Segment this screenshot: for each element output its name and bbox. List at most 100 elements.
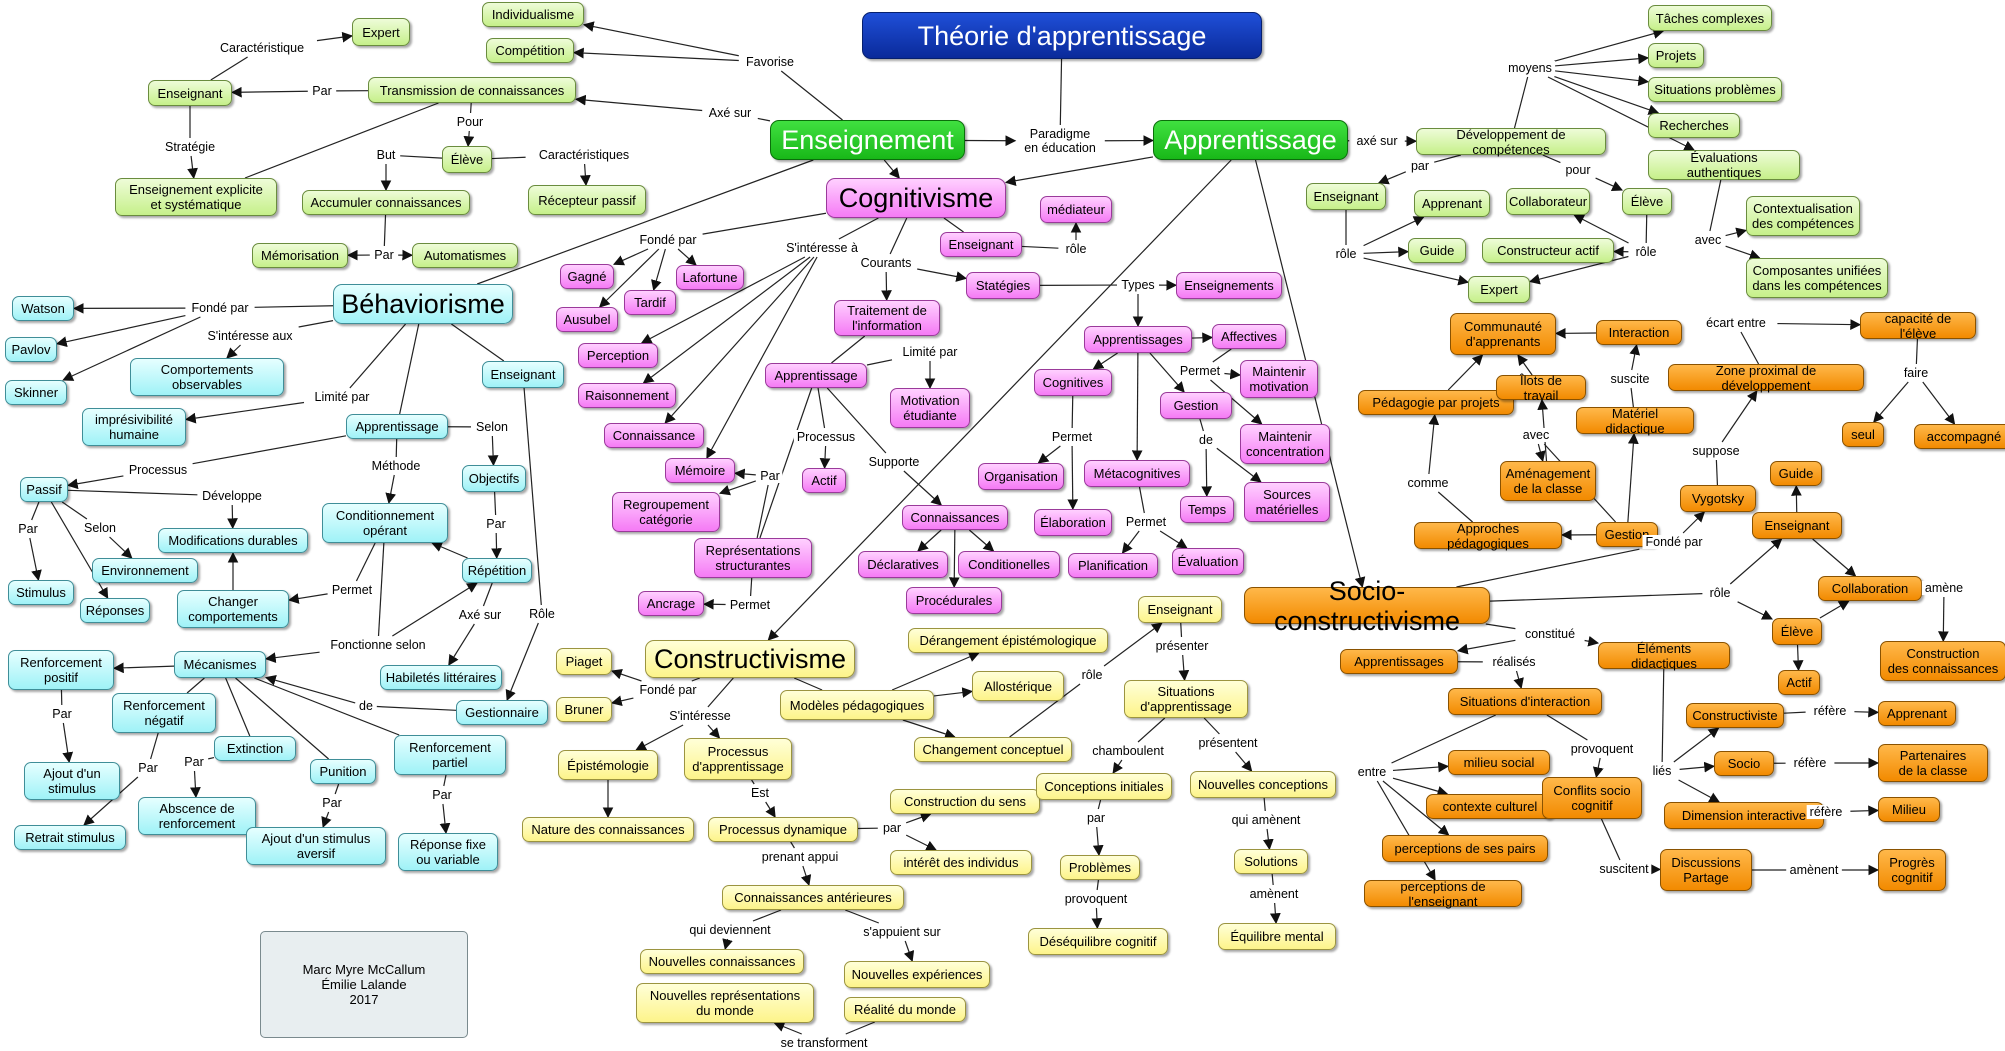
node-partenaires[interactable]: Partenaires de la classe xyxy=(1878,744,1988,782)
node-cognitives[interactable]: Cognitives xyxy=(1034,369,1112,396)
node-solutions[interactable]: Solutions xyxy=(1234,849,1308,874)
node-ausubel[interactable]: Ausubel xyxy=(556,307,618,332)
node-apprentissage-p[interactable]: Apprentissage xyxy=(765,363,867,388)
node-skinner[interactable]: Skinner xyxy=(5,380,67,405)
node-contexte[interactable]: contexte culturel xyxy=(1426,794,1554,819)
node-maintenir-motiv[interactable]: Maintenir motivation xyxy=(1240,360,1318,398)
node-enseignant-o[interactable]: Enseignant xyxy=(1752,512,1842,539)
node-ilots[interactable]: Îlots de travail xyxy=(1496,373,1586,403)
node-mediateur[interactable]: médiateur xyxy=(1040,196,1112,223)
node-representations[interactable]: Représentations structurantes xyxy=(694,538,812,578)
node-extinction[interactable]: Extinction xyxy=(214,736,296,761)
node-apprentissages-o[interactable]: Apprentissages xyxy=(1340,649,1458,674)
node-accompagne[interactable]: accompagné xyxy=(1914,424,2005,449)
node-motivation[interactable]: Motivation étudiante xyxy=(890,388,970,428)
node-renf-positif[interactable]: Renforcement positif xyxy=(8,650,114,690)
node-expert-g[interactable]: Expert xyxy=(352,18,410,46)
node-temps[interactable]: Temps xyxy=(1180,496,1234,523)
node-recherches[interactable]: Recherches xyxy=(1648,113,1740,138)
node-gestion-p[interactable]: Gestion xyxy=(1160,392,1232,419)
node-accumuler[interactable]: Accumuler connaissances xyxy=(302,190,470,215)
node-passif[interactable]: Passif xyxy=(20,477,68,502)
node-enseignant-g1[interactable]: Enseignant xyxy=(148,80,232,106)
node-renf-partiel[interactable]: Renforcement partiel xyxy=(394,735,506,775)
node-vygotsky[interactable]: Vygotsky xyxy=(1680,485,1756,512)
node-lafortune[interactable]: Lafortune xyxy=(676,265,744,290)
node-automatismes[interactable]: Automatismes xyxy=(412,243,518,268)
node-strategies[interactable]: Statégies xyxy=(966,272,1040,299)
node-changer[interactable]: Changer comportements xyxy=(177,590,289,628)
node-enseignant-p[interactable]: Enseignant xyxy=(940,232,1022,257)
node-stimulus[interactable]: Stimulus xyxy=(8,580,74,605)
node-apprentissage[interactable]: Apprentissage xyxy=(1153,120,1348,160)
node-procedurales[interactable]: Procédurales xyxy=(906,587,1002,614)
node-absence[interactable]: Abscence de renforcement xyxy=(138,797,256,835)
node-eleve-g2[interactable]: Élève xyxy=(1622,188,1672,215)
node-apprentissages-p[interactable]: Apprentissages xyxy=(1084,326,1192,353)
node-nouvelles-exp[interactable]: Nouvelles expériences xyxy=(844,961,990,988)
node-derangement[interactable]: Dérangement épistémologique xyxy=(908,628,1108,653)
node-guide-g[interactable]: Guide xyxy=(1408,238,1466,263)
node-processus-app[interactable]: Processus d'apprentissage xyxy=(684,738,792,780)
node-capacite[interactable]: capacité de l'élève xyxy=(1860,311,1976,341)
node-gestionnaire[interactable]: Gestionnaire xyxy=(456,700,548,725)
node-modifications[interactable]: Modifications durables xyxy=(158,528,308,553)
node-problemes[interactable]: Problèmes xyxy=(1060,855,1140,880)
node-ajout-stimulus[interactable]: Ajout d'un stimulus xyxy=(24,762,120,800)
node-situations-prob[interactable]: Situations problèmes xyxy=(1648,77,1782,102)
node-punition[interactable]: Punition xyxy=(310,759,376,784)
node-communaute[interactable]: Communauté d'apprenants xyxy=(1450,313,1556,355)
node-actif-o[interactable]: Actif xyxy=(1778,670,1820,695)
node-enseignant-c[interactable]: Enseignant xyxy=(482,361,564,388)
node-materiel[interactable]: Matériel didactique xyxy=(1576,406,1694,436)
node-organisation[interactable]: Organisation xyxy=(978,463,1064,490)
node-ens-explicite[interactable]: Enseignement explicite et systématique xyxy=(115,178,277,216)
node-composantes[interactable]: Composantes unifiées dans les compétence… xyxy=(1746,258,1888,298)
node-memoire[interactable]: Mémoire xyxy=(665,458,735,483)
node-metacognitives[interactable]: Métacognitives xyxy=(1084,460,1190,487)
node-gagne[interactable]: Gagné xyxy=(560,264,614,289)
node-dimension[interactable]: Dimension interactive xyxy=(1664,802,1824,829)
node-environnement[interactable]: Environnement xyxy=(92,558,198,583)
node-pedagogie-projets[interactable]: Pédagogie par projets xyxy=(1358,390,1514,415)
node-imprevisibilite[interactable]: imprésivibilité humaine xyxy=(82,408,186,446)
node-cognitivisme[interactable]: Cognitivisme xyxy=(826,178,1006,218)
node-equilibre[interactable]: Équilibre mental xyxy=(1218,923,1336,950)
node-individualisme[interactable]: Individualisme xyxy=(482,2,584,27)
node-perceptions-pairs[interactable]: perceptions de ses pairs xyxy=(1382,835,1548,862)
node-changement[interactable]: Changement conceptuel xyxy=(914,737,1072,762)
node-context-comp[interactable]: Contextualisation des compétences xyxy=(1746,196,1860,236)
node-conflits[interactable]: Conflits socio cognitif xyxy=(1542,777,1642,819)
node-apprentissage-c[interactable]: Apprentissage xyxy=(346,414,448,439)
node-tardif[interactable]: Tardif xyxy=(624,290,676,315)
node-constructiviste[interactable]: Constructiviste xyxy=(1686,703,1784,728)
node-reponse-fixe[interactable]: Réponse fixe ou variable xyxy=(398,833,498,871)
node-elaboration[interactable]: Élaboration xyxy=(1034,509,1112,536)
node-regroupement[interactable]: Regroupement catégorie xyxy=(612,492,720,532)
node-memorisation[interactable]: Mémorisation xyxy=(252,243,348,268)
node-piaget[interactable]: Piaget xyxy=(556,648,612,675)
node-progres[interactable]: Progrès cognitif xyxy=(1878,849,1946,891)
node-situations-app[interactable]: Situations d'apprentissage xyxy=(1124,680,1248,718)
node-elements[interactable]: Éléments didactiques xyxy=(1598,641,1730,671)
node-renf-negatif[interactable]: Renforcement négatif xyxy=(112,693,216,733)
node-expert-g2[interactable]: Expert xyxy=(1468,276,1530,303)
node-nouvelles-conc[interactable]: Nouvelles conceptions xyxy=(1190,771,1336,798)
node-conditionnement[interactable]: Conditionnement opérant xyxy=(322,503,448,543)
node-interaction[interactable]: Interaction xyxy=(1596,320,1682,345)
node-nouvelles-conn[interactable]: Nouvelles connaissances xyxy=(640,949,804,974)
node-conditionnelles[interactable]: Conditionelles xyxy=(958,551,1060,578)
node-apprenant-g[interactable]: Apprenant xyxy=(1414,190,1490,217)
node-realite[interactable]: Réalité du monde xyxy=(844,997,966,1022)
node-connaissance[interactable]: Connaissance xyxy=(604,423,704,448)
node-declaratives[interactable]: Déclaratives xyxy=(858,551,948,578)
node-dev-comp[interactable]: Développement de compétences xyxy=(1416,127,1606,157)
node-approches[interactable]: Approches pédagogiques xyxy=(1414,521,1562,551)
node-discussions[interactable]: Discussions Partage xyxy=(1660,849,1752,891)
node-sources[interactable]: Sources matérielles xyxy=(1244,482,1330,522)
node-constructeur[interactable]: Constructeur actif xyxy=(1482,238,1614,263)
node-ancrage[interactable]: Ancrage xyxy=(638,591,704,616)
node-seul[interactable]: seul xyxy=(1842,422,1884,447)
node-perceptions-ens[interactable]: perceptions de l'enseignant xyxy=(1364,879,1522,909)
node-maintenir-conc[interactable]: Maintenir concentration xyxy=(1240,424,1330,464)
